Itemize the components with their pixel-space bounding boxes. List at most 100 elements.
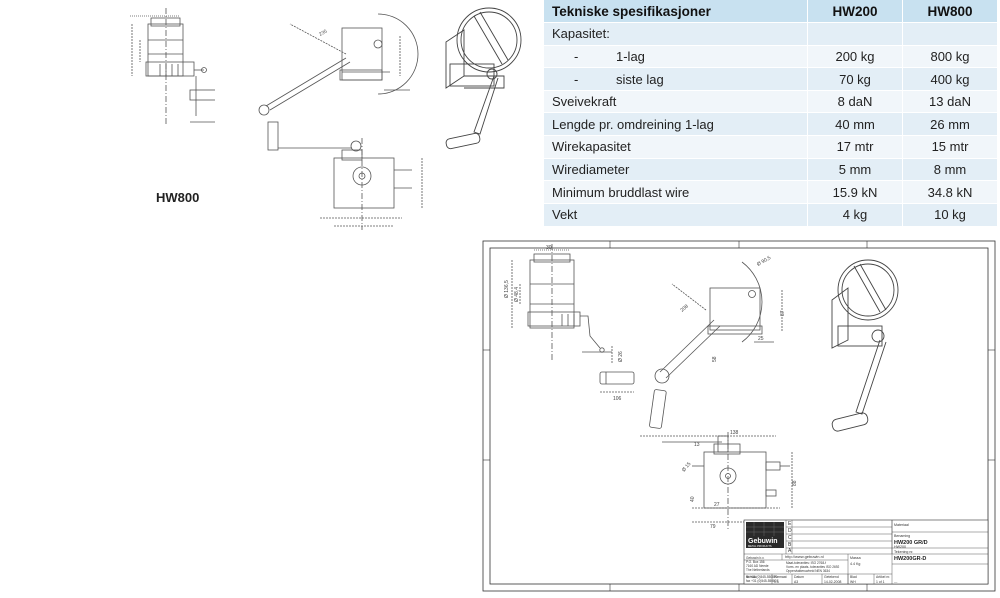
spec-value-hw200: 40 mm [807, 112, 903, 136]
spec-value-hw800: 13 daN [902, 89, 998, 113]
hw200-drawing-sheet: 30 Ø 136,5 Ø 48,4 Ø 26 106 208 Ø 90,5 87… [482, 240, 996, 592]
spec-value-hw200: 200 kg [807, 44, 903, 68]
hw200-perspective-view [831, 259, 899, 432]
table-row: Minimum bruddlast wire 15.9 kN 34.8 kN [544, 180, 998, 204]
hw800-drawing-top-view [267, 121, 423, 230]
spec-table: Tekniske spesifikasjoner HW200 HW800 Kap… [544, 0, 998, 226]
dim-label: 25 [758, 336, 764, 342]
dim-label: 138 [730, 430, 739, 436]
table-row: Wirekapasitet 17 mtr 15 mtr [544, 135, 998, 159]
rev-letter: C [788, 535, 792, 541]
table-row: Vekt 4 kg 10 kg [544, 202, 998, 226]
company-line: The Netherlands [746, 568, 770, 572]
hw200-front-view [511, 244, 613, 364]
spec-label: - 1-lag [544, 44, 808, 68]
tekening-label: Tekening nr. [894, 550, 913, 554]
spec-value-hw200: 4 kg [807, 202, 903, 226]
rev-letter: B [788, 542, 792, 548]
svg-text:235: 235 [318, 28, 328, 37]
gebuwin-logo [746, 522, 784, 548]
dim-label: 79 [710, 524, 716, 530]
spec-value-hw800: 8 mm [902, 157, 998, 181]
list-dash: - [574, 48, 579, 64]
company-line: fax +31 (0)545-550807 [746, 579, 779, 583]
spec-value-hw200: 5 mm [807, 157, 903, 181]
sheet-grid-ticks [483, 241, 995, 591]
logo-subtext: METAL PRODUCTS [748, 544, 772, 548]
spec-label: Wirekapasitet [544, 135, 808, 159]
hw800-drawing-perspective [445, 7, 522, 150]
spec-value-hw200 [807, 22, 903, 46]
spec-label: Lengde pr. omdreining 1-lag [544, 112, 808, 136]
getekend-label: Getekend [824, 575, 839, 579]
benaming-label: Benaming [894, 534, 910, 538]
dim-label: 27 [714, 502, 720, 508]
tolerance-note: Maat-toleranties: ISO 2768-f [786, 561, 826, 565]
spec-value-hw800: 15 mtr [902, 135, 998, 159]
massa-label: Massa [850, 556, 861, 560]
benaming-sub: HW200 [894, 545, 906, 549]
spec-value-hw200: 8 daN [807, 89, 903, 113]
title-block: Gebuwin METAL PRODUCTS E D C B A http://… [743, 519, 989, 585]
spec-value-hw800: 34.8 kN [902, 180, 998, 204]
datum-label: Datum [794, 575, 804, 579]
spec-header-hw200: HW200 [807, 0, 903, 23]
spec-value-hw800: 800 kg [902, 44, 998, 68]
rev-letter: A [788, 548, 792, 554]
spec-value-hw800: 26 mm [902, 112, 998, 136]
spec-value-hw800 [902, 22, 998, 46]
dim-label: Ø 26 [618, 351, 624, 362]
spec-value-hw200: 70 kg [807, 67, 903, 91]
massa-value: 4.4 Kg [850, 562, 860, 566]
tekening-value: HW200GR-D [894, 556, 926, 562]
spec-value-hw200: 17 mtr [807, 135, 903, 159]
table-row: Sveivekraft 8 daN 13 daN [544, 89, 998, 113]
company-line: tel +31 (0)545-550800 [746, 575, 778, 579]
table-row: Kapasitet: [544, 22, 998, 46]
dim-label: 30 [546, 245, 552, 251]
company-line: P.O. Box 156 [746, 560, 765, 564]
dim-label: 106 [613, 396, 622, 402]
drawing-caption: HW800 [156, 190, 200, 205]
spec-label: Wirediameter [544, 157, 808, 181]
dim-label: 88 [792, 480, 798, 486]
hw200-crank-handle [599, 371, 635, 393]
dim-label: 87 [780, 310, 786, 316]
getekend-value: WH [850, 580, 856, 584]
hw800-drawing-side-view: 235 [258, 13, 419, 116]
formaat-label: Formaat [774, 575, 787, 579]
rev-letter: D [788, 528, 792, 534]
spec-label: Minimum bruddlast wire [544, 180, 808, 204]
hw200-side-view [649, 261, 783, 429]
company-url: http://www.gebuwin.nl [785, 554, 824, 559]
blad-label: Blad [850, 575, 857, 579]
dim-label: Ø 136,5 [504, 280, 510, 298]
company-line: Gebuwin b.v. [746, 556, 764, 560]
blad-value: 1 of 1 [876, 580, 885, 584]
spec-table-header: Tekniske spesifikasjoner HW200 HW800 [544, 0, 998, 23]
table-row: -siste lag 70 kg 400 kg [544, 67, 998, 91]
spec-label-text: 1-lag [616, 48, 645, 64]
schaal-value: 1:5 [774, 580, 779, 584]
artikel-value: --- [894, 580, 897, 584]
formaat-value: A3 [794, 580, 798, 584]
spec-header-hw800: HW800 [902, 0, 998, 23]
hw800-drawing-front-view [130, 8, 215, 124]
schaal-label: Schaal [746, 575, 757, 579]
spec-header-title: Tekniske spesifikasjoner [544, 0, 808, 23]
rev-letter: E [788, 521, 792, 527]
dim-label: 13 [694, 442, 700, 448]
spec-value-hw800: 10 kg [902, 202, 998, 226]
spec-value-hw800: 400 kg [902, 67, 998, 91]
benaming-value: HW200 GR/D [894, 540, 928, 546]
tolerance-note: Vorm- en plaats- toleranties ISO 2692 [786, 565, 840, 569]
dim-label: Ø 48,4 [514, 287, 520, 302]
dim-label: 58 [712, 356, 718, 362]
dim-label: 40 [690, 496, 696, 502]
artikel-label: Artikel nr. [876, 575, 890, 579]
spec-value-hw200: 15.9 kN [807, 180, 903, 204]
spec-label: Vekt [544, 202, 808, 226]
list-dash: - [574, 71, 579, 87]
spec-label: Sveivekraft [544, 89, 808, 113]
dim-label: Ø 15 [681, 461, 693, 473]
